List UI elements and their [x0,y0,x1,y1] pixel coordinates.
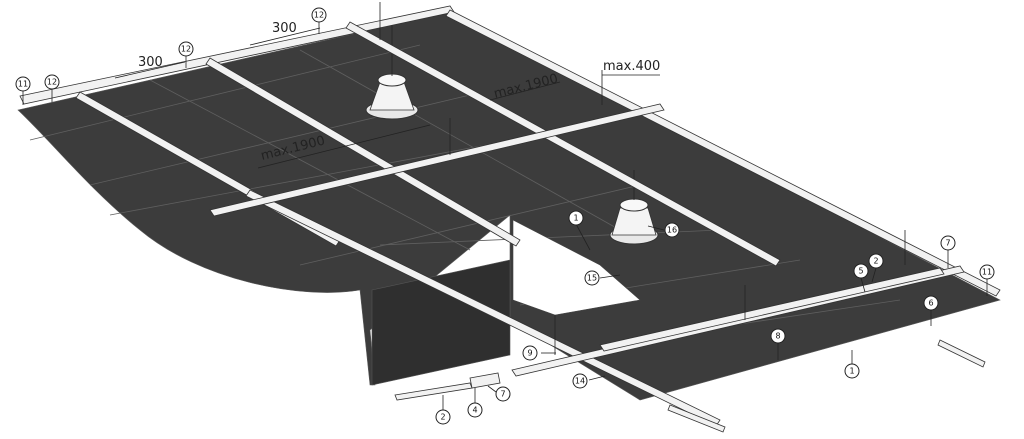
wall-panel [371,259,511,386]
svg-text:6: 6 [928,299,933,308]
callout-5: 5 [853,263,869,279]
svg-text:15: 15 [587,274,597,283]
cross-rail-3 [599,267,945,352]
dim-300-right: 300 [272,21,297,36]
svg-text:16: 16 [667,226,677,235]
dimension-lines [114,27,660,169]
callout-12-mid: 12 [178,41,194,57]
loose-rail-2 [394,382,473,401]
svg-text:1: 1 [849,367,854,376]
callout-8: 8 [770,328,786,344]
svg-text:7: 7 [945,239,950,248]
svg-text:14: 14 [575,377,585,386]
callout-11-left: 11 [15,76,31,92]
callout-7-bottom: 7 [495,386,511,402]
loose-parts [394,339,986,433]
ceiling-opening [512,219,641,316]
svg-text:11: 11 [982,268,992,277]
svg-text:5: 5 [858,267,863,276]
callout-1-lower: 1 [844,363,860,379]
hangers [379,2,906,355]
callout-6: 6 [923,295,939,311]
cross-rail-1 [209,103,665,217]
callout-9: 9 [522,345,538,361]
svg-text:1: 1 [573,214,578,223]
dim-max400: max.400 [603,59,660,74]
callout-1-upper: 1 [568,210,584,226]
callout-11-right: 11 [979,264,995,280]
callout-12-top: 12 [311,7,327,23]
main-rail-5 [445,9,1001,297]
svg-text:12: 12 [181,45,191,54]
ceiling-surface [17,11,1001,401]
svg-text:8: 8 [775,332,780,341]
ceiling-panels [17,11,1001,401]
dim-300-left: 300 [138,55,163,70]
callout-leaders [22,22,988,410]
loose-rail-bottom [667,404,726,433]
panel-seams [29,44,901,346]
svg-text:4: 4 [472,406,477,415]
callout-7-right: 7 [940,235,956,251]
ceiling-diffuser-1 [365,20,419,120]
callout-15: 15 [584,270,600,286]
cross-rails [209,103,965,377]
loose-rail-right [937,339,986,368]
callout-2-right: 2 [868,253,884,269]
svg-text:12: 12 [47,78,57,87]
callout-12-left: 12 [44,74,60,90]
svg-text:2: 2 [440,413,445,422]
main-rail-4 [345,21,781,267]
main-rail-3 [205,57,521,247]
svg-text:9: 9 [527,349,532,358]
main-rails [19,5,1001,427]
svg-text:12: 12 [314,11,324,20]
svg-text:11: 11 [18,80,28,89]
callout-16: 16 [664,222,680,238]
svg-text:2: 2 [873,257,878,266]
ceiling-diffuser-2 [609,170,659,245]
callout-2-bottom: 2 [435,409,451,425]
callout-4: 4 [467,402,483,418]
loose-bracket-4 [469,372,501,389]
callout-14: 14 [572,373,588,389]
svg-text:7: 7 [500,390,505,399]
